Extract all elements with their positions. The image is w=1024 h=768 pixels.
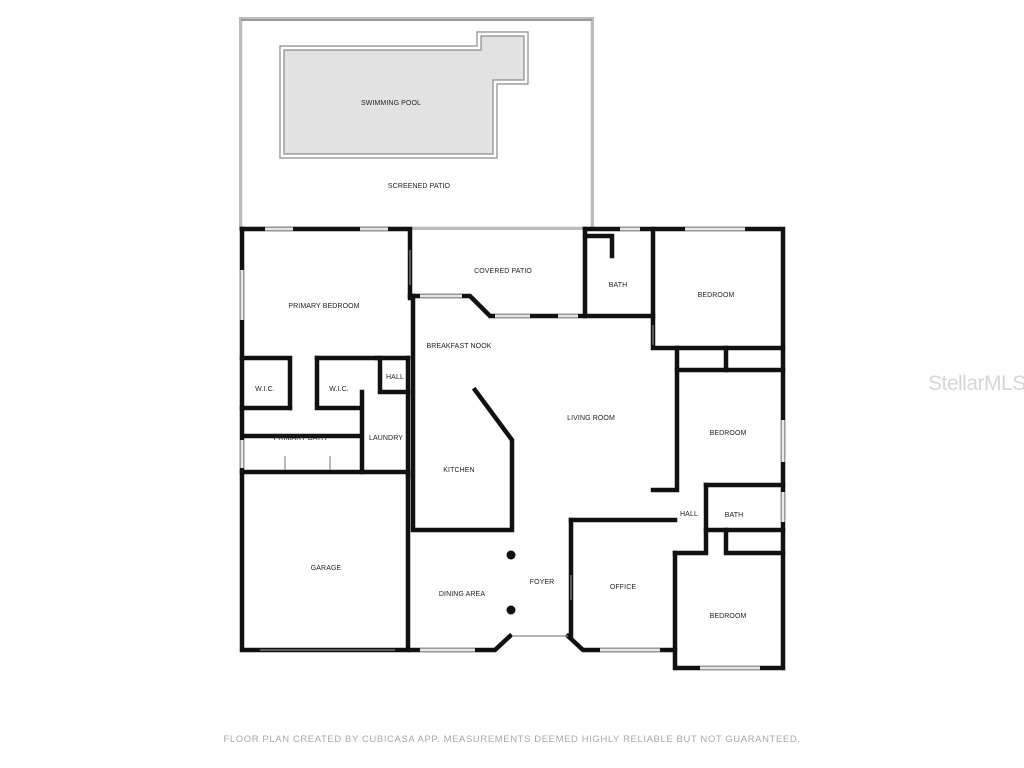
screened-patio-enclosure: [239, 17, 594, 230]
kitchen-label: KITCHEN: [443, 467, 474, 474]
interior-walls: [239, 226, 786, 639]
bedroom-bottom-label: BEDROOM: [710, 613, 747, 620]
bath-top-label: BATH: [609, 282, 628, 289]
dining-area-label: DINING AREA: [439, 591, 485, 598]
windows: [239, 226, 786, 671]
bedroom-middle-label: BEDROOM: [710, 430, 747, 437]
living-room-label: LIVING ROOM: [567, 415, 615, 422]
openings: [260, 250, 654, 651]
breakfast-nook-label: BREAKFAST NOOK: [426, 343, 491, 350]
primary-bath-label: PRIMARY BATH: [274, 435, 327, 442]
screened-patio-label: SCREENED PATIO: [388, 183, 451, 190]
swimming-pool: [279, 31, 529, 159]
wic-right-label: W.I.C.: [329, 386, 349, 393]
bedroom-top-label: BEDROOM: [698, 292, 735, 299]
primary-bedroom-label: PRIMARY BEDROOM: [288, 303, 359, 310]
hall-top-label: HALL: [386, 374, 404, 381]
bath-right-label: BATH: [725, 512, 744, 519]
laundry-label: LAUNDRY: [369, 435, 403, 442]
garage-label: GARAGE: [311, 565, 342, 572]
swimming-pool-label: SWIMMING POOL: [361, 100, 421, 107]
foyer-label: FOYER: [530, 579, 555, 586]
floor-plan-disclaimer: FLOOR PLAN CREATED BY CUBICASA APP. MEAS…: [223, 734, 801, 745]
wic-left-label: W.I.C.: [255, 386, 275, 393]
stellarmls-watermark: StellarMLS: [928, 372, 1024, 395]
foyer-column-top: [506, 550, 516, 560]
office-label: OFFICE: [610, 584, 636, 591]
covered-patio-label: COVERED PATIO: [474, 268, 532, 275]
foyer-column-bottom: [506, 605, 516, 615]
hall-right-label: HALL: [680, 511, 698, 518]
